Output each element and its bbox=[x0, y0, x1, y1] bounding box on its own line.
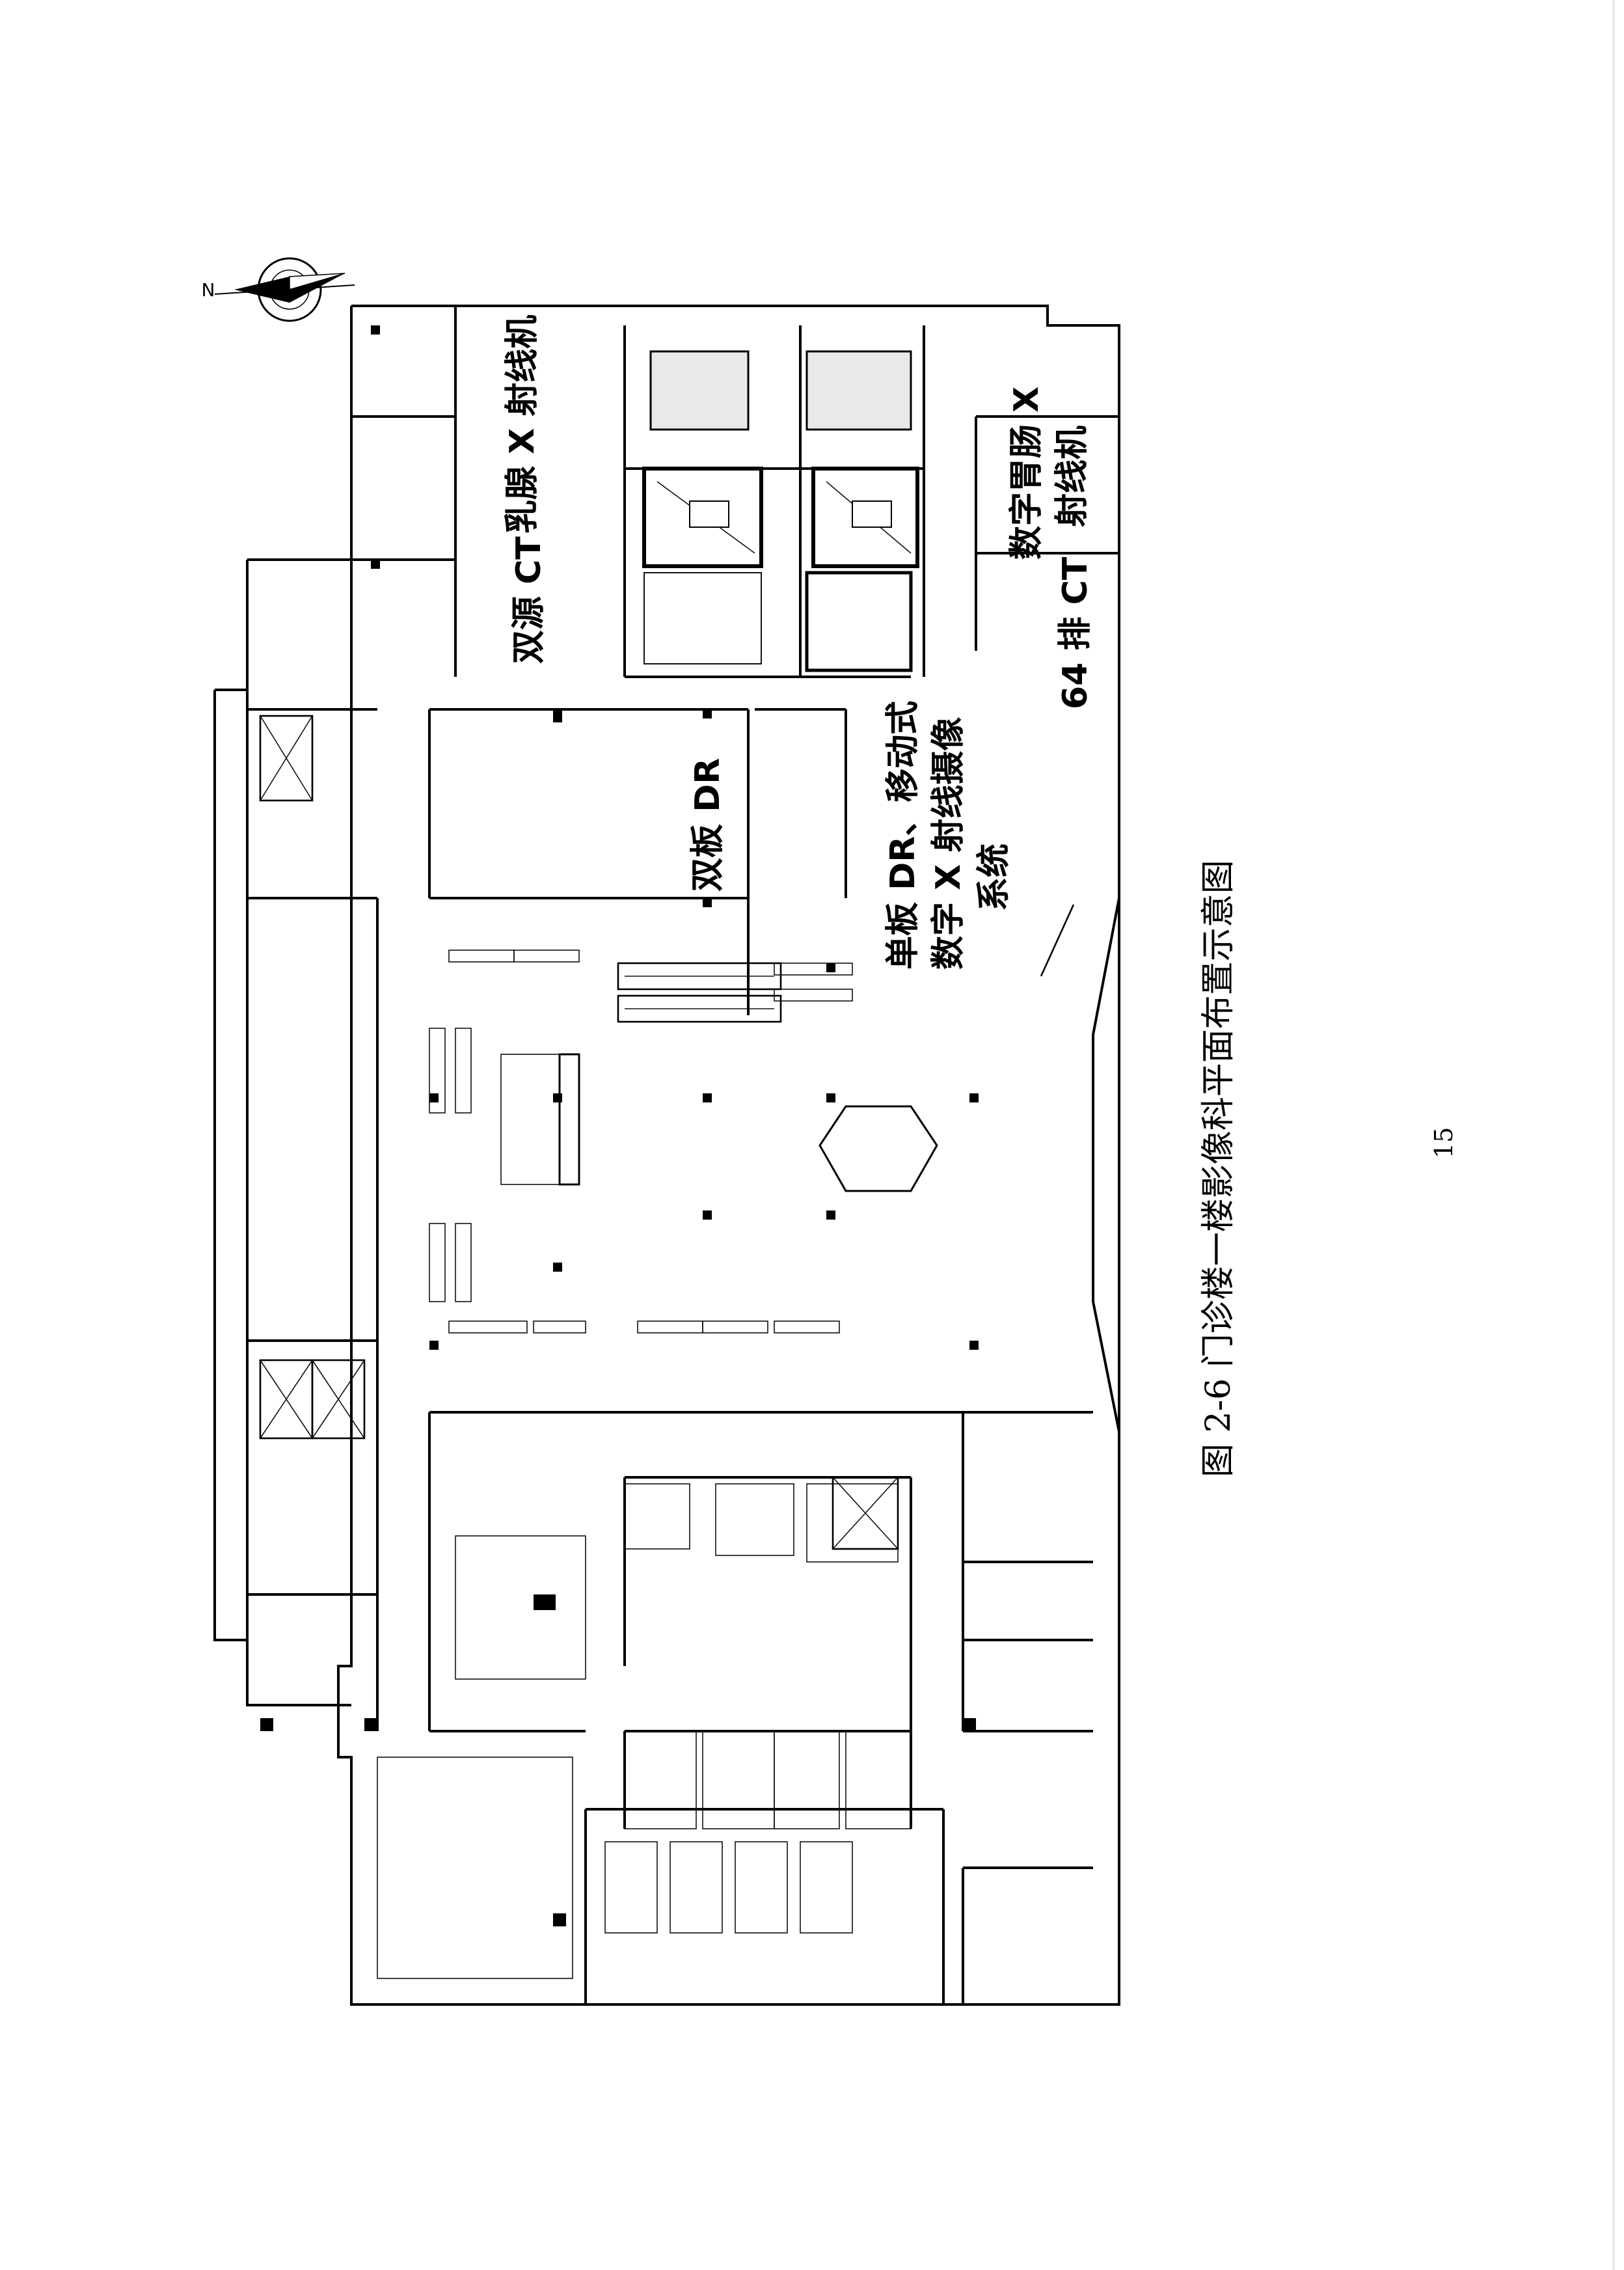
label-dual-panel-dr: 双板 DR bbox=[688, 758, 727, 892]
label-mammography: 乳腺 X 射线机 bbox=[503, 315, 542, 534]
lower-rooms bbox=[377, 1483, 912, 1979]
compass-north-label: N bbox=[202, 279, 215, 301]
label-64-ct: 64 排 CT bbox=[1056, 556, 1095, 709]
reception-desk bbox=[500, 1053, 938, 1192]
page-number: 15 bbox=[1429, 1127, 1458, 1158]
building-outline bbox=[213, 305, 1120, 2006]
stairs-elevators bbox=[259, 715, 899, 1550]
compass-icon bbox=[214, 257, 355, 322]
shielded-rooms bbox=[642, 350, 919, 672]
label-digital-gi-line2: 射线机 bbox=[1053, 426, 1092, 527]
escalator bbox=[617, 962, 782, 1023]
label-dual-source-ct: 双源 CT bbox=[509, 536, 548, 664]
figure-caption: 图 2-6 门诊楼一楼影像科平面布置示意图 bbox=[1199, 860, 1238, 1477]
waiting-seating bbox=[429, 950, 853, 1333]
label-single-panel-line2: 数字 X 射线摄像 bbox=[929, 717, 968, 970]
label-digital-gi-line1: 数字胃肠 X bbox=[1007, 387, 1046, 560]
label-single-panel-line1: 单板 DR、移动式 bbox=[884, 701, 923, 970]
label-single-panel-line3: 系统 bbox=[975, 843, 1014, 911]
